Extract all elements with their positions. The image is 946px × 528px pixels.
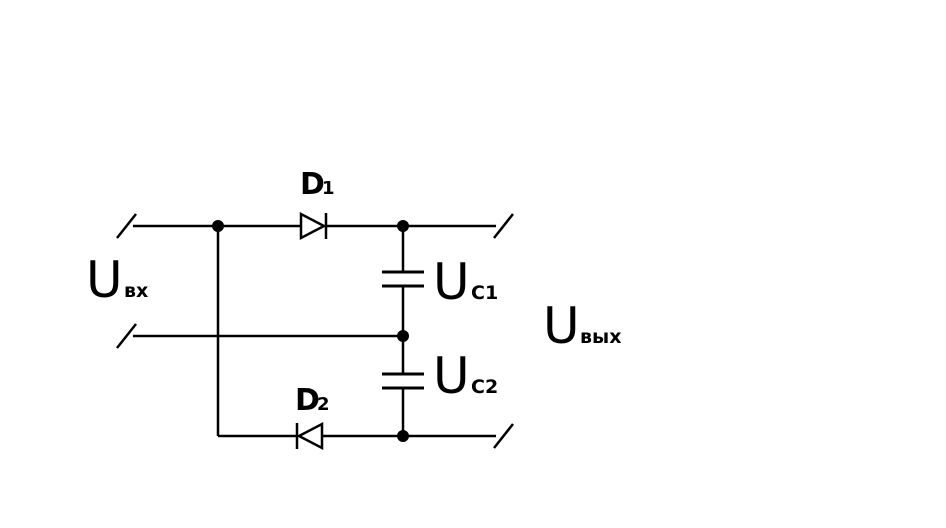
svg-text:U: U <box>433 253 470 311</box>
svg-text:вх: вх <box>124 280 148 302</box>
capacitor-c1 <box>382 270 424 288</box>
label-u-c1: U C1 <box>433 253 498 311</box>
label-d1: D 1 <box>300 167 335 202</box>
terminal-circle-slash-icon <box>116 323 137 349</box>
svg-text:U: U <box>433 347 470 405</box>
svg-text:C1: C1 <box>471 282 498 304</box>
terminal-circle-slash-icon <box>493 213 514 239</box>
svg-text:U: U <box>543 297 580 355</box>
wires <box>130 224 500 438</box>
label-u-out: U вых <box>543 297 621 355</box>
svg-text:C2: C2 <box>471 376 498 398</box>
svg-text:D: D <box>300 167 325 202</box>
svg-text:вых: вых <box>580 326 621 348</box>
label-u-in: U вх <box>86 251 148 309</box>
label-u-c2: U C2 <box>433 347 498 405</box>
terminal-circle-slash-icon <box>493 423 514 449</box>
diode-d2 <box>295 421 324 451</box>
junctions <box>212 220 409 442</box>
junction-dot <box>397 330 409 342</box>
label-d2: D 2 <box>295 383 330 418</box>
capacitor-c2 <box>382 372 424 390</box>
svg-text:D: D <box>295 383 320 418</box>
svg-text:2: 2 <box>317 394 330 415</box>
svg-text:U: U <box>86 251 123 309</box>
junction-dot <box>212 220 224 232</box>
junction-dot <box>397 220 409 232</box>
svg-text:1: 1 <box>322 178 335 199</box>
junction-dot <box>397 430 409 442</box>
terminal-circle-slash-icon <box>116 213 137 239</box>
terminals <box>116 213 514 449</box>
diode-d1 <box>299 211 328 241</box>
